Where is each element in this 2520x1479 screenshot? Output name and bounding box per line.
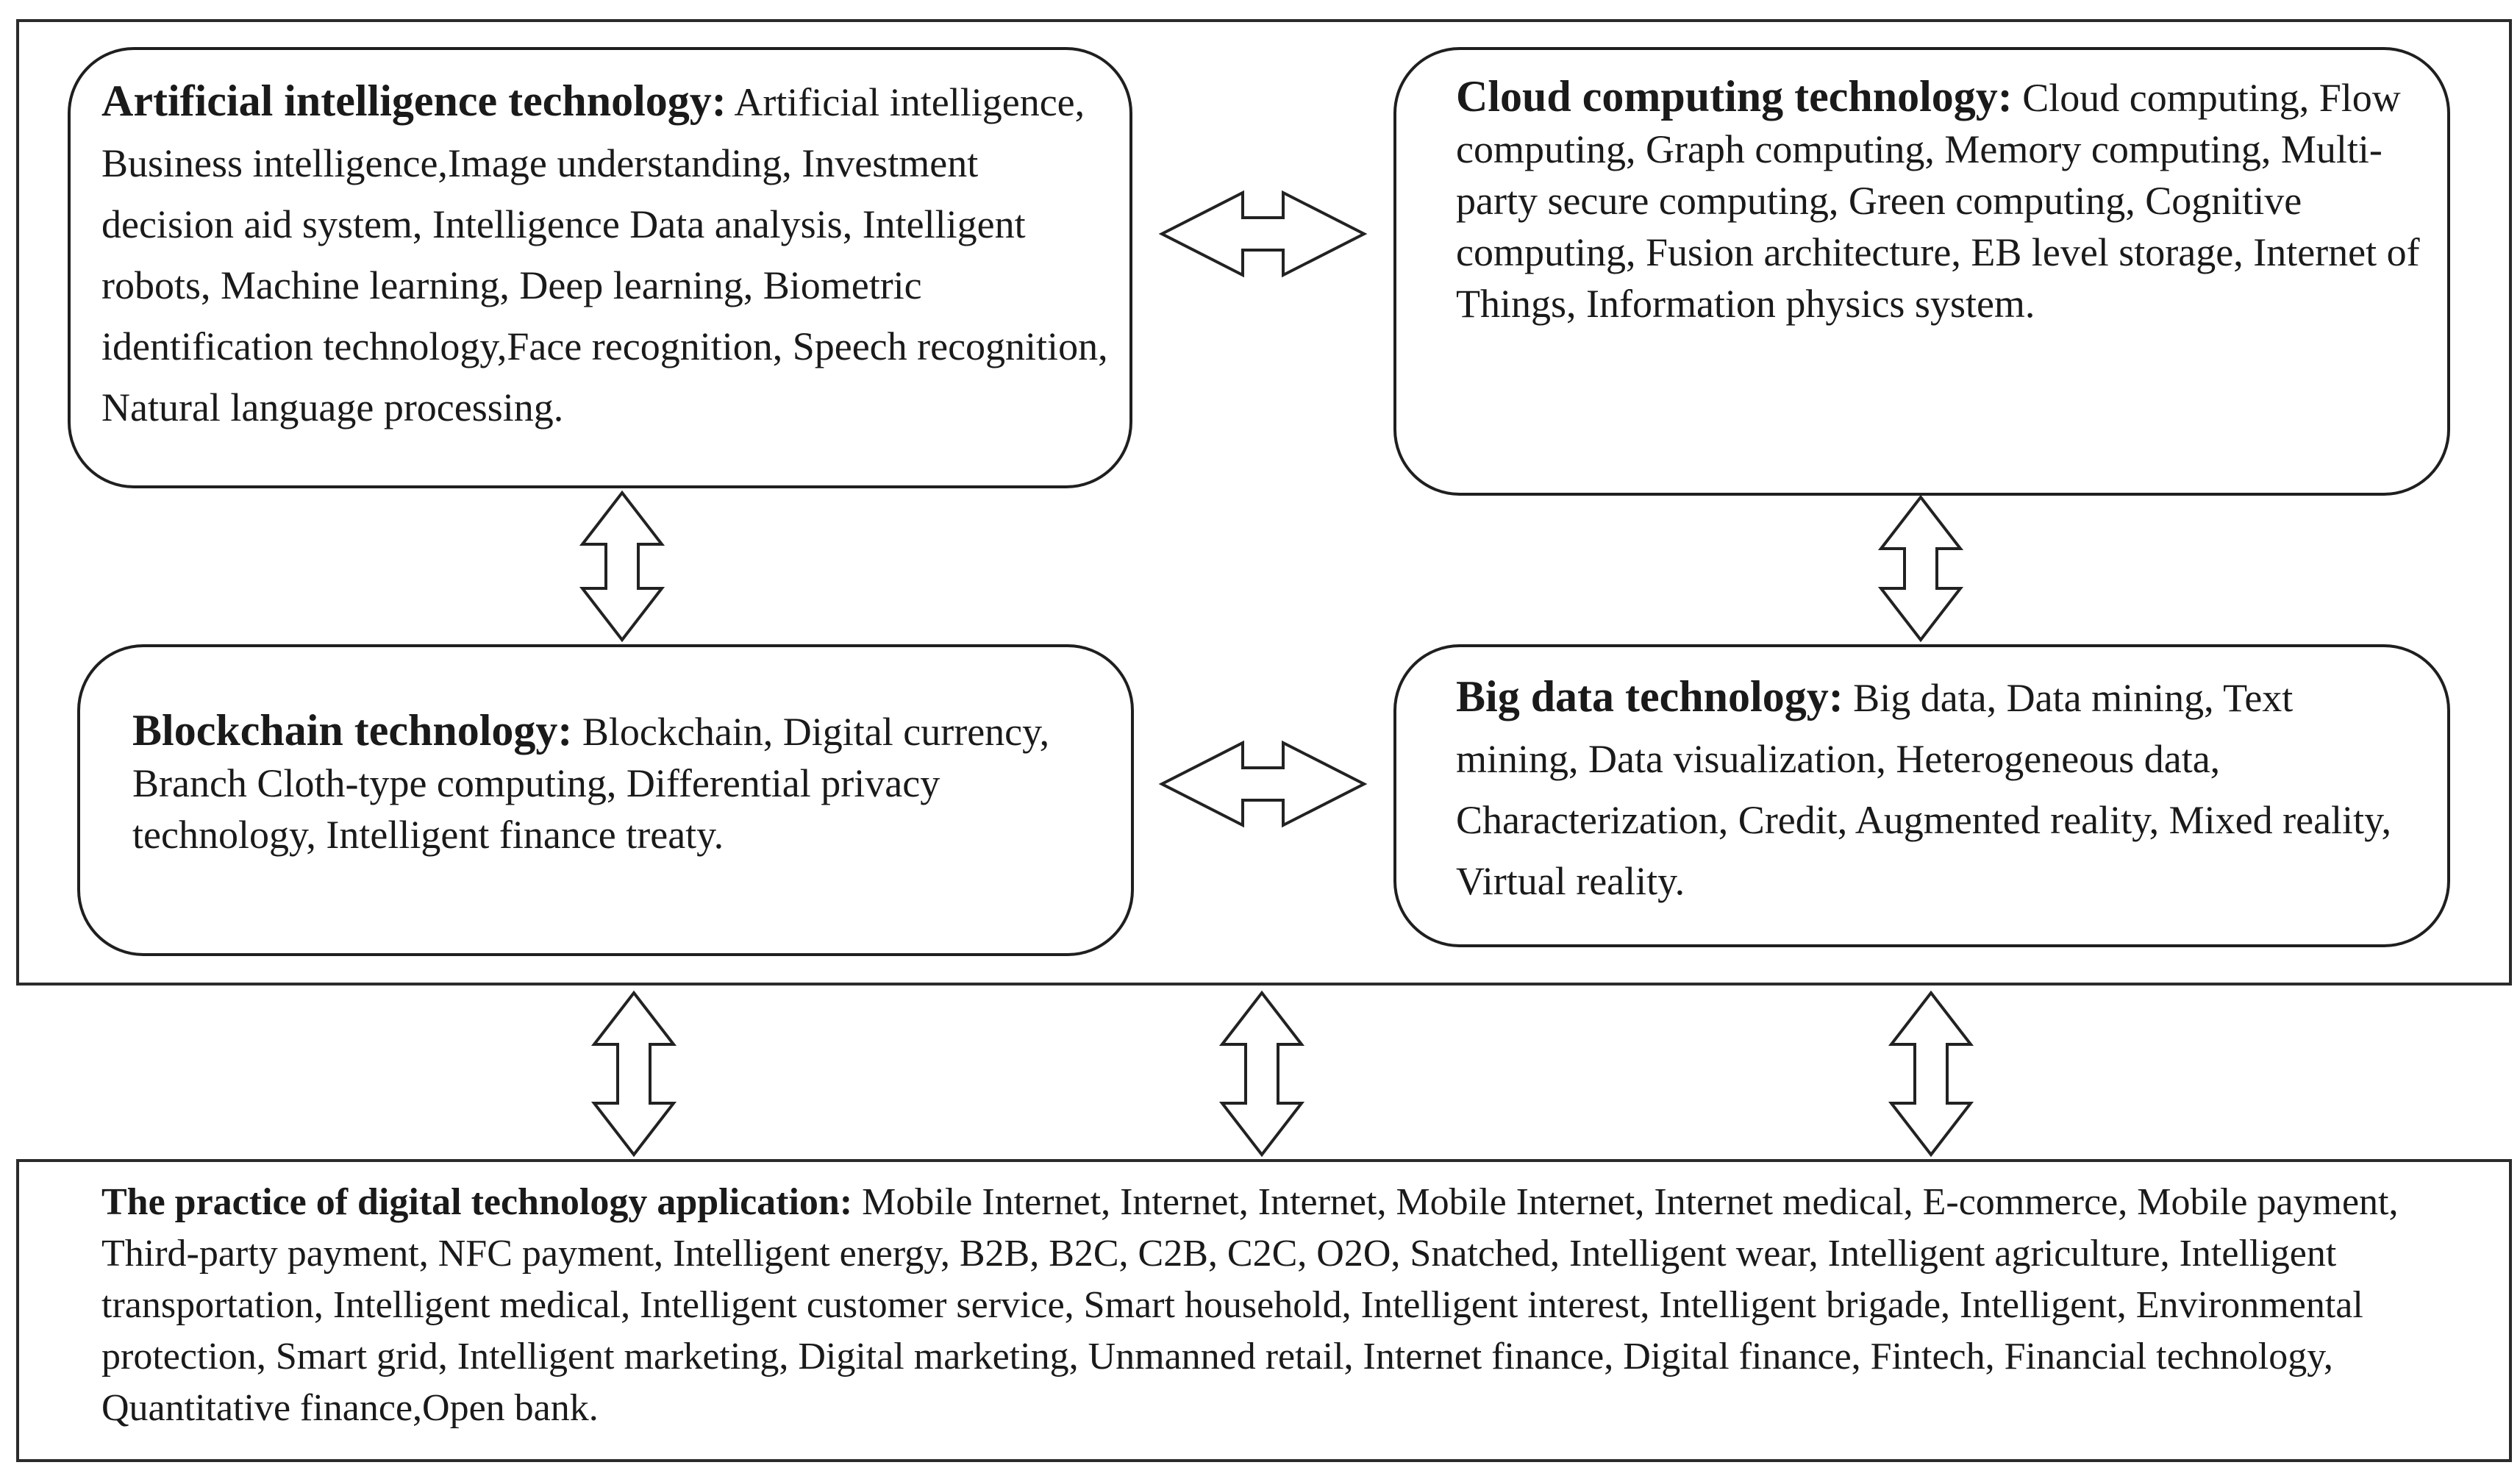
arrow-practice-right [1888,990,1974,1158]
arrow-ai-cloud [1158,190,1368,278]
blockchain-box [77,644,1134,956]
ai-technology-items: Artificial intelligence, Business intell… [101,80,1108,430]
blockchain-text: Blockchain technology: Blockchain, Digit… [132,705,1088,860]
arrow-practice-center [1218,990,1305,1158]
ai-technology-title: Artificial intelligence technology: [101,76,727,125]
arrow-ai-blockchain [579,490,665,643]
ai-technology-box [68,47,1132,488]
blockchain-items: Blockchain, Digital currency, Branch Clo… [132,710,1050,857]
arrow-blockchain-bigdata [1158,740,1368,828]
practice-frame [16,1159,2512,1462]
big-data-title: Big data technology: [1456,672,1843,721]
big-data-box [1393,644,2450,947]
practice-title: The practice of digital technology appli… [101,1181,853,1223]
practice-text: The practice of digital technology appli… [101,1177,2491,1434]
arrow-practice-left [590,990,677,1158]
cloud-computing-text: Cloud computing technology: Cloud comput… [1456,71,2441,329]
arrow-cloud-bigdata [1877,494,1964,643]
cloud-computing-items: Cloud computing, Flow computing, Graph c… [1456,76,2420,326]
technology-frame [16,19,2512,986]
big-data-text: Big data technology: Big data, Data mini… [1456,666,2412,912]
cloud-computing-title: Cloud computing technology: [1456,72,2013,121]
cloud-computing-box [1393,47,2450,496]
big-data-items: Big data, Data mining, Text mining, Data… [1456,676,2392,903]
practice-items: Mobile Internet, Internet, Internet, Mob… [101,1181,2399,1429]
ai-technology-text: Artificial intelligence technology: Arti… [101,71,1116,438]
blockchain-title: Blockchain technology: [132,706,573,755]
